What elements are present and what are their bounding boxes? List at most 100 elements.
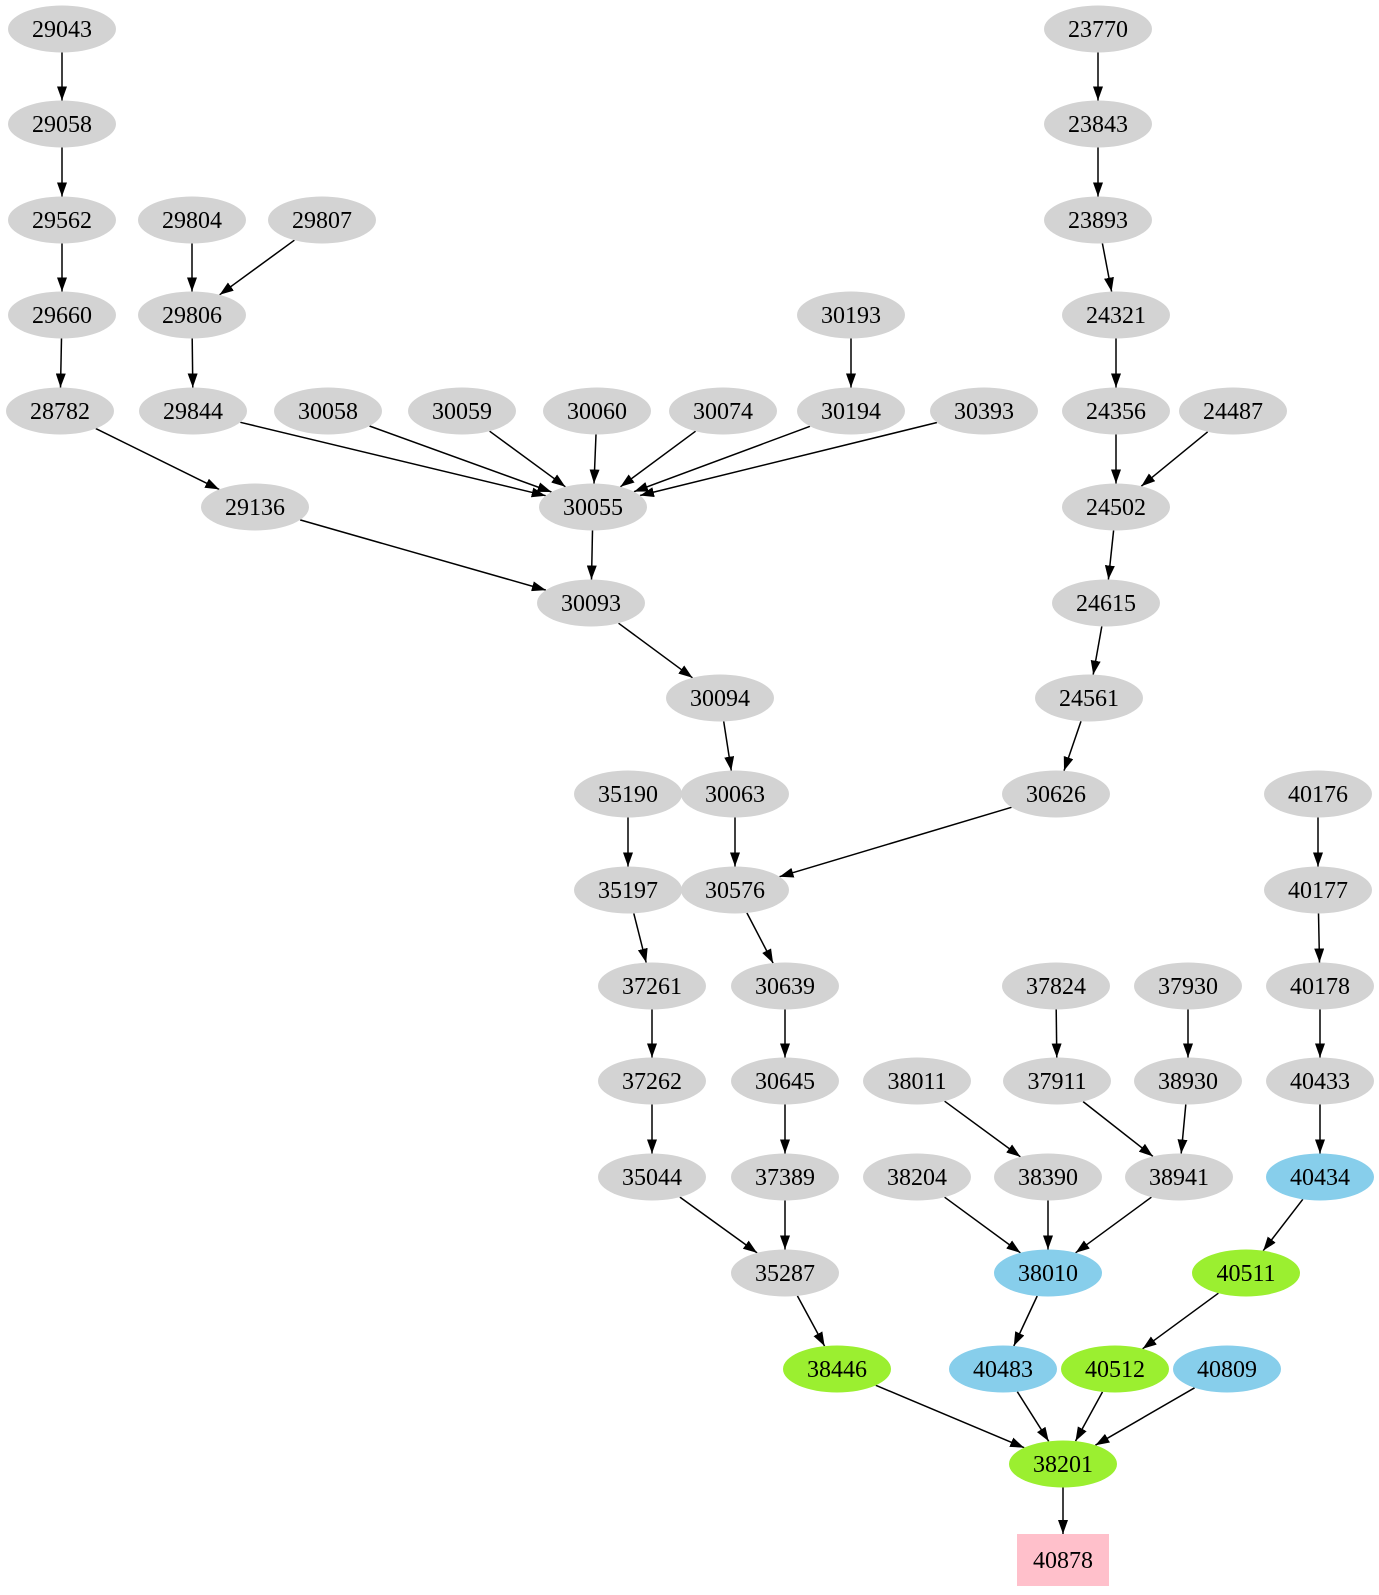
node-label: 29804 (162, 208, 222, 234)
graph-edge-29136-30093 (299, 519, 547, 592)
graph-node-29804: 29804 (138, 196, 246, 244)
node-label: 23843 (1068, 112, 1128, 138)
node-shape (1266, 962, 1374, 1010)
node-label: 40878 (1033, 1548, 1093, 1574)
node-label: 37911 (1027, 1069, 1086, 1095)
graph-edge-30059-30055 (489, 430, 566, 488)
node-shape (1062, 483, 1170, 531)
node-label: 30645 (755, 1069, 815, 1095)
node-shape (1134, 962, 1242, 1010)
graph-node-40177: 40177 (1264, 866, 1372, 914)
graph-node-37824: 37824 (1002, 962, 1110, 1010)
graph-node-30093: 30093 (537, 579, 645, 627)
graph-node-30094: 30094 (666, 674, 774, 722)
node-label: 40176 (1288, 782, 1348, 808)
node-shape (1179, 387, 1287, 435)
node-label: 29844 (163, 399, 223, 425)
graph-node-35044: 35044 (598, 1153, 706, 1201)
node-label: 35190 (598, 782, 658, 808)
node-shape (1017, 1534, 1109, 1586)
node-shape (539, 483, 647, 531)
graph-edge-37824-37911 (1051, 1009, 1062, 1058)
node-label: 37824 (1026, 974, 1086, 1000)
node-shape (537, 579, 645, 627)
graph-node-40512: 40512 (1061, 1345, 1169, 1393)
node-label: 40511 (1216, 1261, 1275, 1287)
graph-edge-24561-30626 (1063, 720, 1082, 772)
node-label: 30074 (693, 399, 753, 425)
graph-node-29058: 29058 (8, 100, 116, 148)
graph-edge-30074-30055 (619, 430, 697, 488)
node-label: 30093 (561, 591, 621, 617)
graph-node-30639: 30639 (731, 962, 839, 1010)
node-shape (666, 674, 774, 722)
node-shape (1035, 674, 1143, 722)
node-shape (1134, 1057, 1242, 1105)
graph-node-30063: 30063 (681, 770, 789, 818)
graph-edge-35287-38446 (796, 1295, 826, 1347)
graph-edge-38930-38941 (1177, 1104, 1188, 1154)
node-label: 38204 (887, 1165, 947, 1191)
node-label: 30063 (705, 782, 765, 808)
node-shape (863, 1057, 971, 1105)
node-shape (1009, 1440, 1117, 1488)
node-label: 24615 (1076, 591, 1136, 617)
node-label: 24321 (1086, 303, 1146, 329)
graph-node-29844: 29844 (139, 387, 247, 435)
graph-edge-24487-24502 (1140, 431, 1209, 487)
graph-node-29043: 29043 (8, 5, 116, 53)
node-label: 30194 (821, 399, 881, 425)
node-shape (574, 770, 682, 818)
node-label: 30626 (1026, 782, 1086, 808)
graph-edge-30094-30063 (722, 721, 735, 771)
graph-edge-30058-30055 (369, 425, 552, 493)
graph-edge-38941-38010 (1075, 1196, 1152, 1254)
node-shape (598, 1057, 706, 1105)
graph-node-24487: 24487 (1179, 387, 1287, 435)
node-shape (8, 196, 116, 244)
graph-edge-29660-28782 (55, 338, 66, 388)
graph-node-37911: 37911 (1003, 1057, 1111, 1105)
node-shape (1266, 1057, 1374, 1105)
graph-edge-37911-38941 (1082, 1101, 1154, 1157)
node-label: 29660 (32, 303, 92, 329)
node-label: 30055 (563, 495, 623, 521)
node-label: 28782 (30, 399, 90, 425)
node-label: 38010 (1018, 1261, 1078, 1287)
graph-node-38930: 38930 (1134, 1057, 1242, 1105)
node-shape (574, 866, 682, 914)
graph-edge-35197-37261 (633, 913, 648, 963)
graph-node-29806: 29806 (138, 291, 246, 339)
graph-node-35190: 35190 (574, 770, 682, 818)
node-label: 35197 (598, 878, 658, 904)
graph-node-24615: 24615 (1052, 579, 1160, 627)
graph-edge-30093-30094 (618, 622, 693, 679)
node-label: 40809 (1197, 1357, 1257, 1383)
node-label: 35044 (622, 1165, 682, 1191)
node-shape (8, 291, 116, 339)
graph-node-38941: 38941 (1125, 1153, 1233, 1201)
graph-node-30393: 30393 (930, 387, 1038, 435)
graph-node-24502: 24502 (1062, 483, 1170, 531)
node-label: 30193 (821, 303, 881, 329)
node-label: 29806 (162, 303, 222, 329)
node-label: 35287 (755, 1261, 815, 1287)
node-label: 30393 (954, 399, 1014, 425)
graph-node-38010: 38010 (994, 1249, 1102, 1297)
graph-node-40176: 40176 (1264, 770, 1372, 818)
node-label: 24356 (1086, 399, 1146, 425)
graph-node-30059: 30059 (408, 387, 516, 435)
graph-edge-40434-40511 (1262, 1198, 1304, 1252)
node-shape (1062, 387, 1170, 435)
node-label: 30576 (705, 878, 765, 904)
graph-edge-40483-38201 (1016, 1391, 1050, 1442)
graph-edge-23893-24321 (1101, 243, 1114, 292)
node-label: 40177 (1288, 878, 1348, 904)
graph-edge-30055-30093 (586, 530, 597, 580)
node-label: 40434 (1290, 1165, 1350, 1191)
graph-edge-38011-38390 (944, 1100, 1021, 1158)
node-shape (598, 962, 706, 1010)
graph-edge-38204-38010 (944, 1196, 1021, 1254)
node-label: 30639 (755, 974, 815, 1000)
